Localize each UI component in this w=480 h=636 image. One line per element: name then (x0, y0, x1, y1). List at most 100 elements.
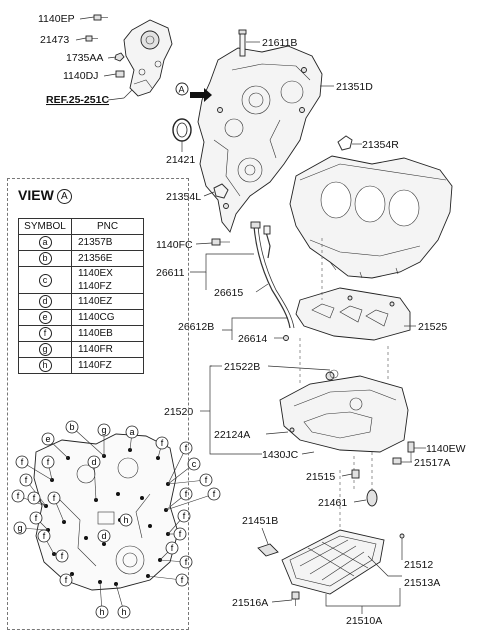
label-1430JC: 1430JC (262, 449, 299, 461)
oil-seal-21421 (172, 118, 192, 142)
label-1140FC: 1140FC (156, 239, 193, 251)
view-callout-circle (41, 455, 55, 469)
view-callout-letter: g (17, 523, 22, 533)
label-26614: 26614 (238, 333, 267, 345)
label-26612B: 26612B (178, 321, 214, 333)
view-callout-letter: f (43, 531, 46, 541)
view-callout-circle (119, 513, 133, 527)
header-pnc: PNC (71, 218, 144, 235)
plug-21517A (392, 457, 402, 465)
view-callout-letter: f (161, 438, 164, 448)
symbol-letter: d (38, 295, 52, 308)
pnc-value: 1140FZ (78, 360, 112, 371)
label-21354R: 21354R (362, 139, 399, 151)
label-21512: 21512 (404, 559, 433, 571)
guide-tube (263, 225, 271, 259)
label-21421: 21421 (166, 154, 195, 166)
symbol-letter: c (38, 273, 52, 287)
view-callout-letter: f (185, 489, 188, 499)
ladder-frame (295, 287, 411, 341)
pnc-cell: 1140FR (71, 341, 144, 358)
drain-plug-21516A (291, 591, 300, 606)
cylinder-block (289, 155, 453, 279)
view-callout-letter: a (129, 427, 134, 437)
view-callout-letter: b (69, 422, 74, 432)
label-1140EW: 1140EW (426, 443, 466, 455)
pnc-value: 1140EZ (78, 296, 113, 307)
label-26615: 26615 (214, 287, 243, 299)
view-callout-circle (19, 473, 33, 487)
header-symbol: SYMBOL (18, 218, 72, 235)
view-a-arrow: A (175, 82, 212, 102)
symbol-letter: b (38, 252, 52, 265)
view-callout-circle (173, 527, 187, 541)
label-1140DJ: 1140DJ (63, 70, 98, 82)
view-callout-letter: g (101, 425, 106, 435)
view-callout-letter: f (171, 543, 174, 553)
lower-oil-pan (281, 529, 385, 595)
symbol-row: d 1140EZ (18, 293, 144, 310)
pnc-cell: 1140FZ (71, 357, 144, 374)
view-a-cover-outline (33, 433, 179, 591)
gasket-21354L (213, 183, 229, 199)
symbol-letter: g (38, 343, 52, 356)
view-callout-letter: f (17, 491, 20, 501)
label-21611B: 21611B (262, 37, 297, 49)
view-callout-letter: d (101, 531, 106, 541)
view-callout-circle (179, 555, 193, 569)
label-21510A: 21510A (346, 615, 382, 627)
view-callout-circle (41, 432, 55, 446)
view-callout-leader (165, 493, 215, 511)
view-callout-letter: f (61, 551, 64, 561)
view-callout-letter: f (213, 489, 216, 499)
view-callout-circle (207, 487, 221, 501)
svg-text:A: A (179, 85, 185, 95)
view-callout-letter: h (123, 515, 128, 525)
view-callout-letter: f (205, 475, 208, 485)
label-21513A: 21513A (404, 577, 440, 589)
pnc-value: 21356E (78, 253, 113, 264)
view-callout-circle (165, 541, 179, 555)
pnc-value: 1140CG (78, 312, 115, 323)
label-21351D: 21351D (336, 81, 373, 93)
view-callout-circle (55, 549, 69, 563)
view-callout-circle (13, 521, 27, 535)
view-callout-circle (125, 425, 139, 439)
view-callout-circle (97, 423, 111, 437)
view-callout-letter: d (91, 457, 96, 467)
label-21525: 21525 (418, 321, 447, 333)
view-callout-circle (59, 573, 73, 587)
view-callout-letter: f (185, 557, 188, 567)
pnc-cell: 1140CG (71, 309, 144, 326)
view-callout-leader (167, 447, 187, 485)
pnc-cell: 21356E (71, 250, 144, 267)
view-callout-letter: f (25, 475, 28, 485)
view-callout-circle (199, 473, 213, 487)
symbol-row: b 21356E (18, 250, 144, 267)
view-callout-circle (117, 605, 131, 619)
symbol-cell: b (18, 250, 72, 267)
view-callout-circle (11, 489, 25, 503)
view-callout-circle (177, 509, 191, 523)
symbol-row: e 1140CG (18, 309, 144, 326)
upper-oil-pan (279, 371, 409, 453)
view-callout-letter: f (65, 575, 68, 585)
view-callout-circle (155, 436, 169, 450)
view-callout-circle (87, 455, 101, 469)
pnc-cell: 21357B (71, 234, 144, 251)
view-callout-letter: f (185, 443, 188, 453)
symbol-cell: e (18, 309, 72, 326)
view-a-panel (7, 178, 189, 630)
symbol-table-header: SYMBOL PNC (18, 218, 144, 235)
label-21515: 21515 (306, 471, 335, 483)
symbol-letter: f (38, 327, 52, 340)
view-callout-circle (47, 491, 61, 505)
view-callout-letter: f (179, 529, 182, 539)
label-21451B: 21451B (242, 515, 278, 527)
